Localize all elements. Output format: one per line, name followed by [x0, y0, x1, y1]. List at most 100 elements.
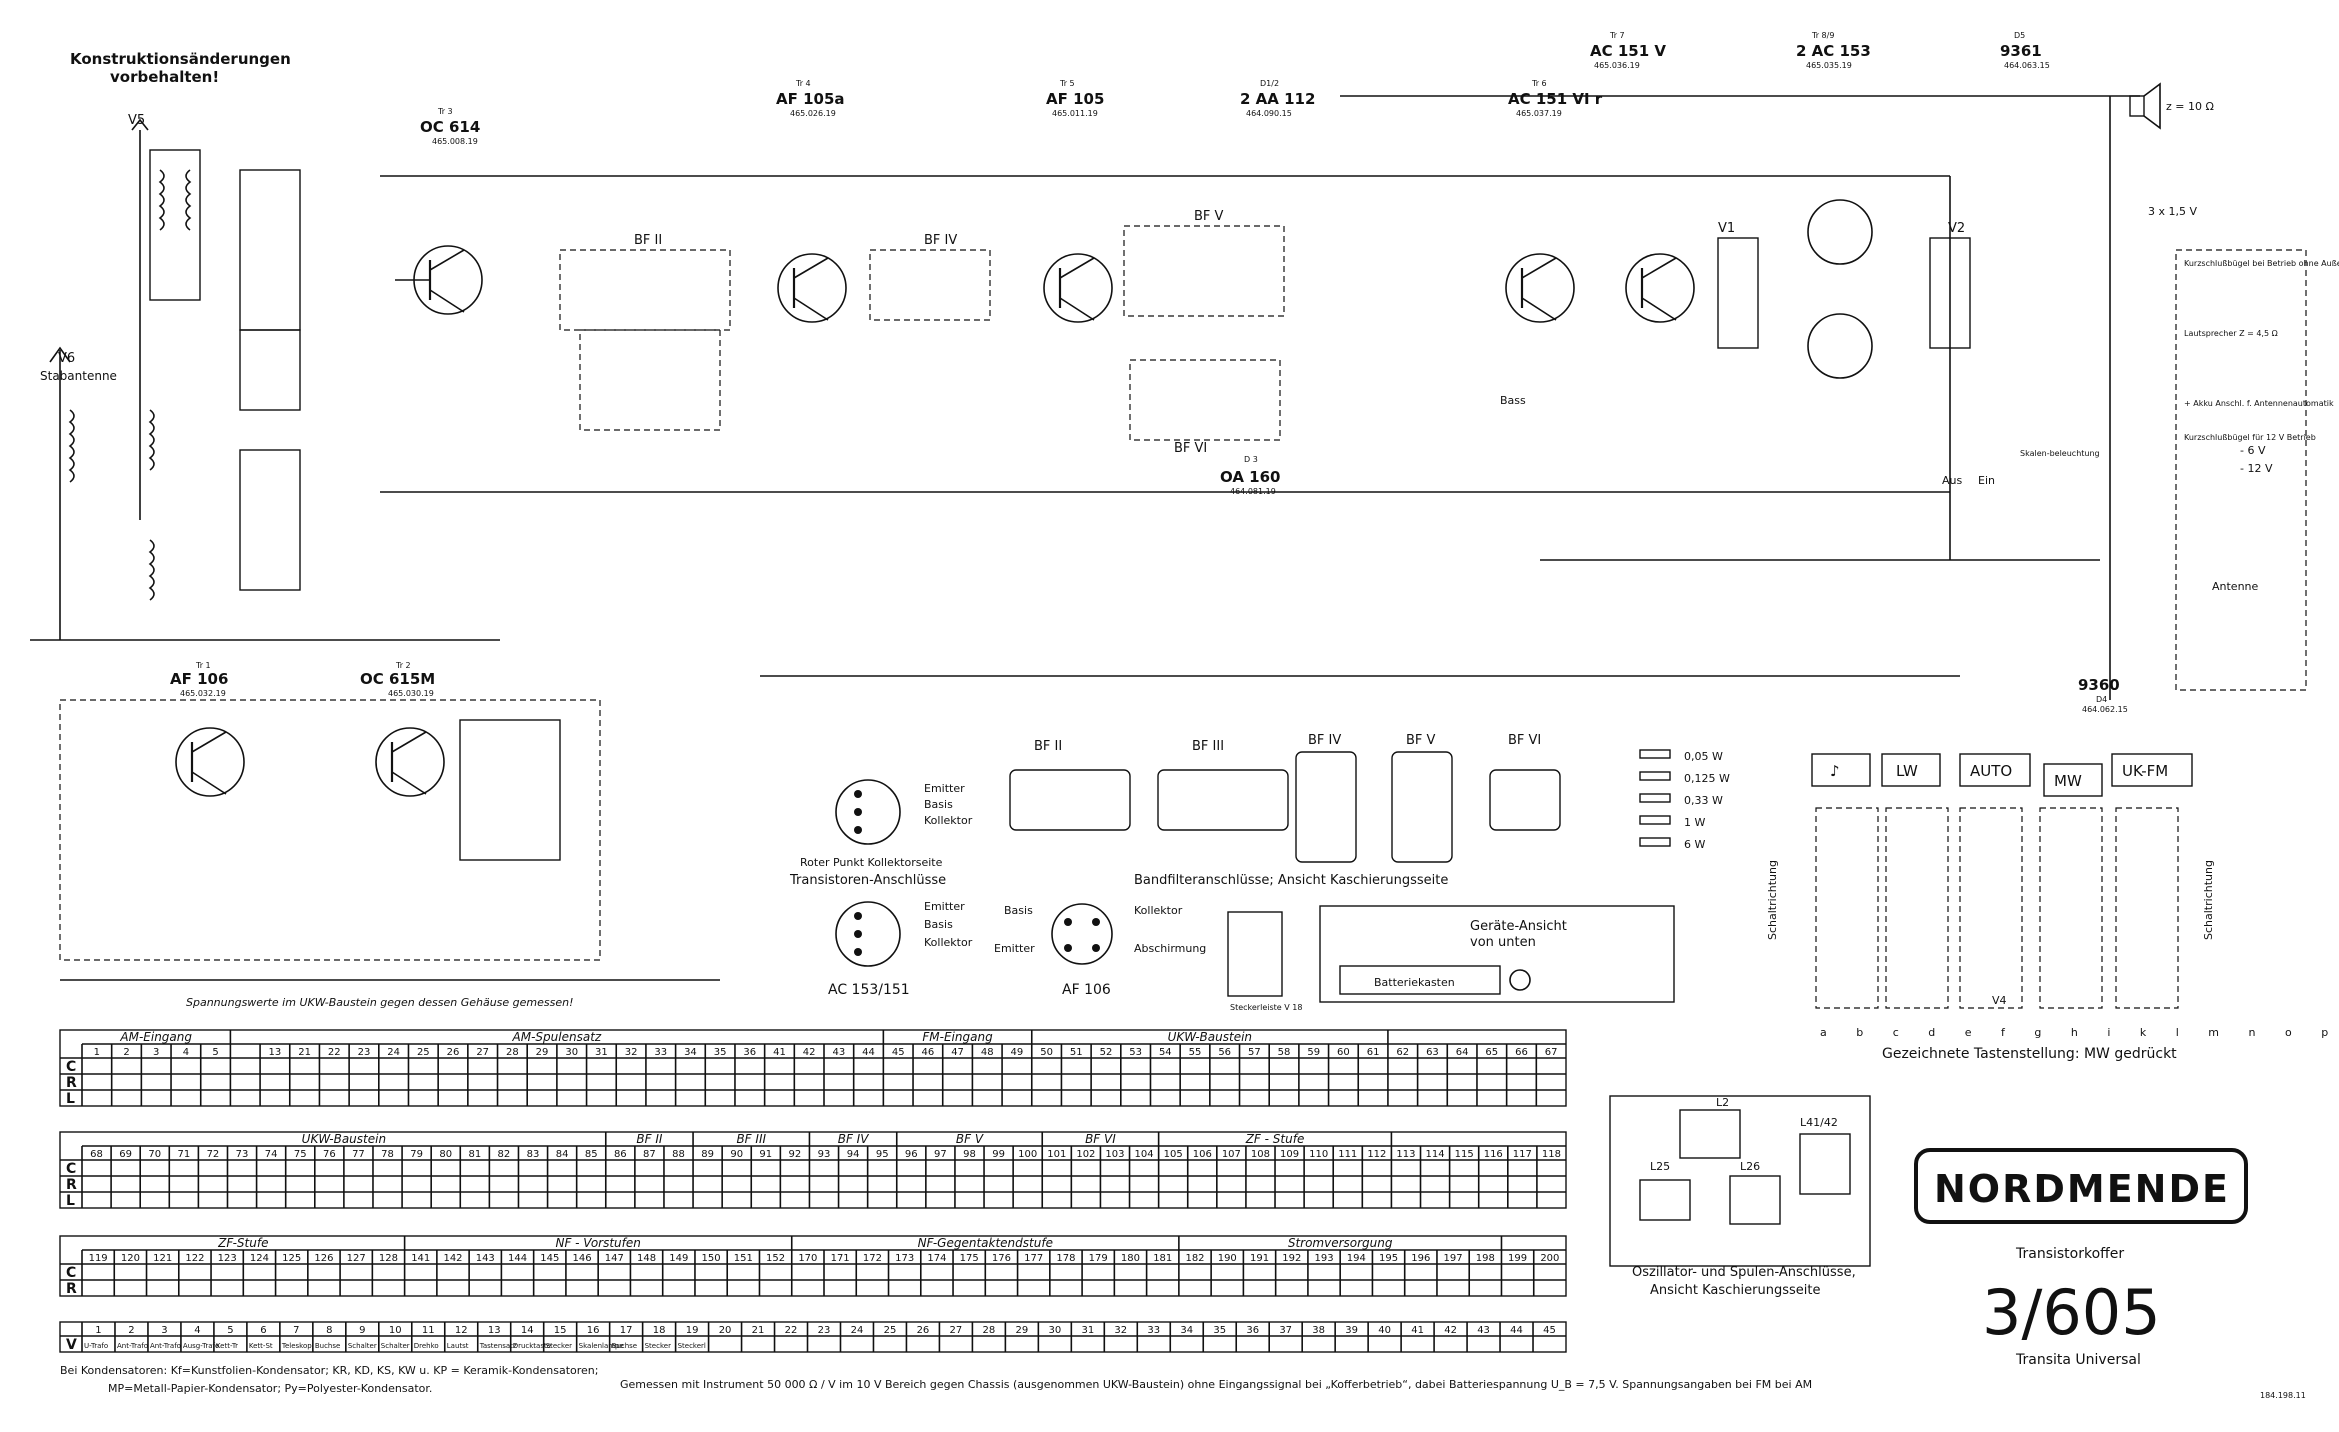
- bf5-label: BF V: [1194, 209, 1224, 224]
- tr5-type: AF 105: [1046, 90, 1104, 108]
- table-block3-col-4: 123: [218, 1253, 237, 1264]
- table-block3-col-0: 119: [89, 1253, 108, 1264]
- table-block1-col-9: 23: [358, 1047, 371, 1058]
- table-block3-col-1: 120: [121, 1253, 140, 1264]
- table-block3-col-30: 178: [1056, 1253, 1075, 1264]
- table-block1-col-47: 65: [1485, 1047, 1498, 1058]
- bf4-label: BF IV: [924, 233, 957, 248]
- table-block4-col-25: 26: [917, 1325, 930, 1336]
- table-block2-col-15: 83: [527, 1149, 540, 1160]
- d4-ref: D4: [2096, 695, 2107, 704]
- tr89-part: 465.035.19: [1806, 61, 1852, 70]
- table-block4-col-34: 35: [1213, 1325, 1226, 1336]
- stabantenne-label: Stabantenne: [40, 369, 117, 383]
- table-block2-col-20: 88: [672, 1149, 685, 1160]
- tr2-ref: Tr 2: [395, 661, 411, 670]
- table-block2-col-9: 77: [352, 1149, 365, 1160]
- table-block3-col-14: 145: [540, 1253, 559, 1264]
- tr5-ref: Tr 5: [1059, 79, 1075, 88]
- table-block4-item-0: U-Trafo: [84, 1342, 108, 1350]
- table-block4-item-8: Schalter: [348, 1342, 377, 1350]
- table-block2-col-27: 95: [876, 1149, 889, 1160]
- coil-connections: L2 L25 L26 L41/42 Oszillator- und Spulen…: [1609, 1095, 1871, 1298]
- table-block2-col-48: 116: [1484, 1149, 1503, 1160]
- table-block1-col-29: 47: [951, 1047, 964, 1058]
- table-block3-col-11: 142: [443, 1253, 462, 1264]
- tr89-type: 2 AC 153: [1796, 42, 1871, 60]
- table-block1-col-37: 55: [1189, 1047, 1202, 1058]
- table-block1-col-4: 5: [212, 1047, 218, 1058]
- table-block2-col-28: 96: [905, 1149, 918, 1160]
- table-block2-col-35: 103: [1105, 1149, 1124, 1160]
- tr2-type: OC 615M: [360, 670, 435, 688]
- schaltrichtung-left: Schaltrichtung: [1766, 860, 1779, 940]
- table-block4-col-6: 7: [293, 1325, 299, 1336]
- table-block1-col-14: 28: [506, 1047, 519, 1058]
- table-block2-col-50: 118: [1542, 1149, 1561, 1160]
- table-block3-col-43: 198: [1476, 1253, 1495, 1264]
- table-block1-col-31: 49: [1011, 1047, 1024, 1058]
- table-block2-col-36: 104: [1135, 1149, 1154, 1160]
- top-transistor-stages: Tr 3 OC 614 465.008.19 Tr 4 AF 105a 465.…: [395, 31, 2214, 379]
- table-block3-col-27: 175: [960, 1253, 979, 1264]
- table-block2-col-21: 89: [701, 1149, 714, 1160]
- table-block3-col-31: 179: [1089, 1253, 1108, 1264]
- table-block1-col-7: 21: [298, 1047, 311, 1058]
- table-block2-col-24: 92: [789, 1149, 802, 1160]
- table-block4-col-32: 33: [1147, 1325, 1160, 1336]
- d12-part: 464.090.15: [1246, 109, 1292, 118]
- table-block4-item-5: Kett-St: [249, 1342, 273, 1350]
- tr2-part: 465.030.19: [388, 689, 434, 698]
- table-block2-col-33: 101: [1047, 1149, 1066, 1160]
- bfp-6: BF VI: [1508, 733, 1541, 748]
- tr1-type: AF 106: [170, 670, 228, 688]
- pin-basis: Basis: [924, 798, 953, 811]
- table-block1-section-3: UKW-Baustein: [1168, 1030, 1252, 1044]
- bfp-2: BF II: [1034, 739, 1062, 754]
- table-block4-col-10: 11: [422, 1325, 435, 1336]
- d3-group: D 3 OA 160 464.081.19: [1220, 455, 1281, 496]
- tr6-type: AC 151 VI r: [1508, 90, 1603, 108]
- table-block3-row-r: R: [66, 1281, 77, 1297]
- af-pin-emitter: Emitter: [994, 942, 1035, 955]
- table-block3-section-0: ZF-Stufe: [217, 1236, 268, 1250]
- am-input-section: V5 V6 Stabantenne: [40, 113, 301, 640]
- pin2-basis: Basis: [924, 918, 953, 931]
- bandfilter-pinouts: BF II BF III BF IV BF V BF VI Bandfilter…: [1009, 733, 1561, 888]
- tr5-part: 465.011.19: [1052, 109, 1098, 118]
- table-block4-col-27: 28: [983, 1325, 996, 1336]
- brand-block: NORDMENDE Transistorkoffer 3/605 Transit…: [1914, 1148, 2306, 1400]
- table-block4-col-36: 37: [1279, 1325, 1292, 1336]
- table-block3-col-18: 149: [669, 1253, 688, 1264]
- table-block2-col-3: 71: [177, 1149, 190, 1160]
- table-block3-col-3: 122: [185, 1253, 204, 1264]
- table-block2-col-23: 91: [759, 1149, 772, 1160]
- kurzschluss-label: Kurzschlußbügel bei Betrieb ohne Außenla…: [2184, 259, 2339, 268]
- key-button-3: MW: [2054, 772, 2082, 790]
- table-block3-col-25: 173: [895, 1253, 914, 1264]
- akku-label: + Akku Anschl. f. Antennenautomatik: [2184, 399, 2334, 408]
- table-block3-col-26: 174: [927, 1253, 946, 1264]
- bfp-3: BF III: [1192, 739, 1224, 754]
- table-block1-section-2: FM-Eingang: [922, 1030, 993, 1044]
- batteriekasten-label: Batteriekasten: [1374, 976, 1455, 989]
- tr89-ref: Tr 8/9: [1811, 31, 1834, 40]
- table-block4-col-37: 38: [1312, 1325, 1325, 1336]
- table-block1-col-34: 52: [1100, 1047, 1113, 1058]
- table-block2-col-4: 72: [207, 1149, 220, 1160]
- table-block1-col-35: 53: [1129, 1047, 1142, 1058]
- table-block4-col-23: 24: [851, 1325, 864, 1336]
- table-block4-col-17: 18: [653, 1325, 666, 1336]
- table-block4-col-8: 9: [359, 1325, 365, 1336]
- table-block2-col-25: 93: [818, 1149, 831, 1160]
- measure-note: Gemessen mit Instrument 50 000 Ω / V im …: [620, 1378, 1812, 1391]
- device-view: Steckerleiste V 18 Geräte-Ansicht von un…: [1227, 905, 1675, 1012]
- table-block3-col-37: 192: [1282, 1253, 1301, 1264]
- table-block1-frame: [59, 1029, 1567, 1107]
- table-block2-col-46: 114: [1426, 1149, 1445, 1160]
- table-block3-col-16: 147: [605, 1253, 624, 1264]
- table-block2-col-5: 73: [236, 1149, 249, 1160]
- table-block4-col-1: 2: [128, 1325, 134, 1336]
- table-block2-col-13: 81: [468, 1149, 481, 1160]
